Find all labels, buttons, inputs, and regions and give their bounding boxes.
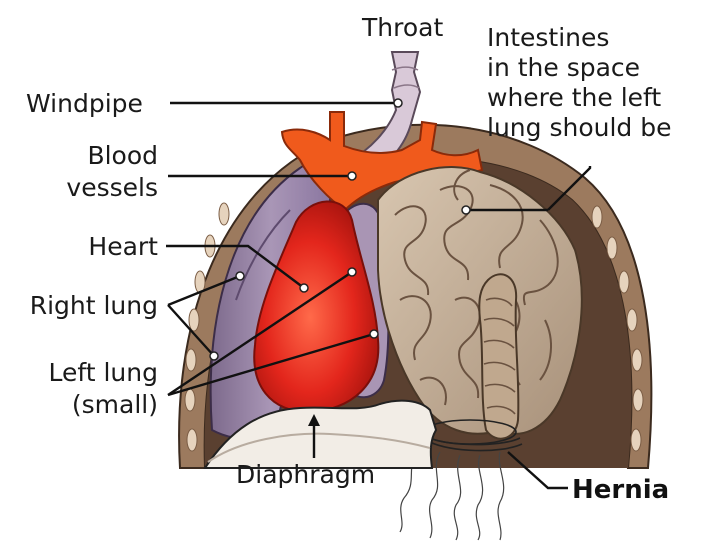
throat-label: Throat xyxy=(361,13,443,42)
left-lung-label-line-1: Left lung xyxy=(49,358,159,387)
diaphragm-label: Diaphragm xyxy=(236,460,375,489)
right-lung-label: Right lung xyxy=(30,291,158,320)
hernia-label: Hernia xyxy=(572,475,669,505)
heart-label: Heart xyxy=(88,232,158,261)
windpipe-label: Windpipe xyxy=(26,89,143,118)
intestines-label-line-3: where the left xyxy=(487,83,661,112)
intestines-label-line-4: lung should be xyxy=(487,113,671,142)
blood-vessels-label-line-1: Blood xyxy=(87,141,158,170)
intestines-label-line-2: in the space xyxy=(487,53,640,82)
intestines-label-line-1: Intestines xyxy=(487,23,609,52)
blood-vessels-label-line-2: vessels xyxy=(66,173,158,202)
left-lung-label-line-2: (small) xyxy=(72,390,158,419)
